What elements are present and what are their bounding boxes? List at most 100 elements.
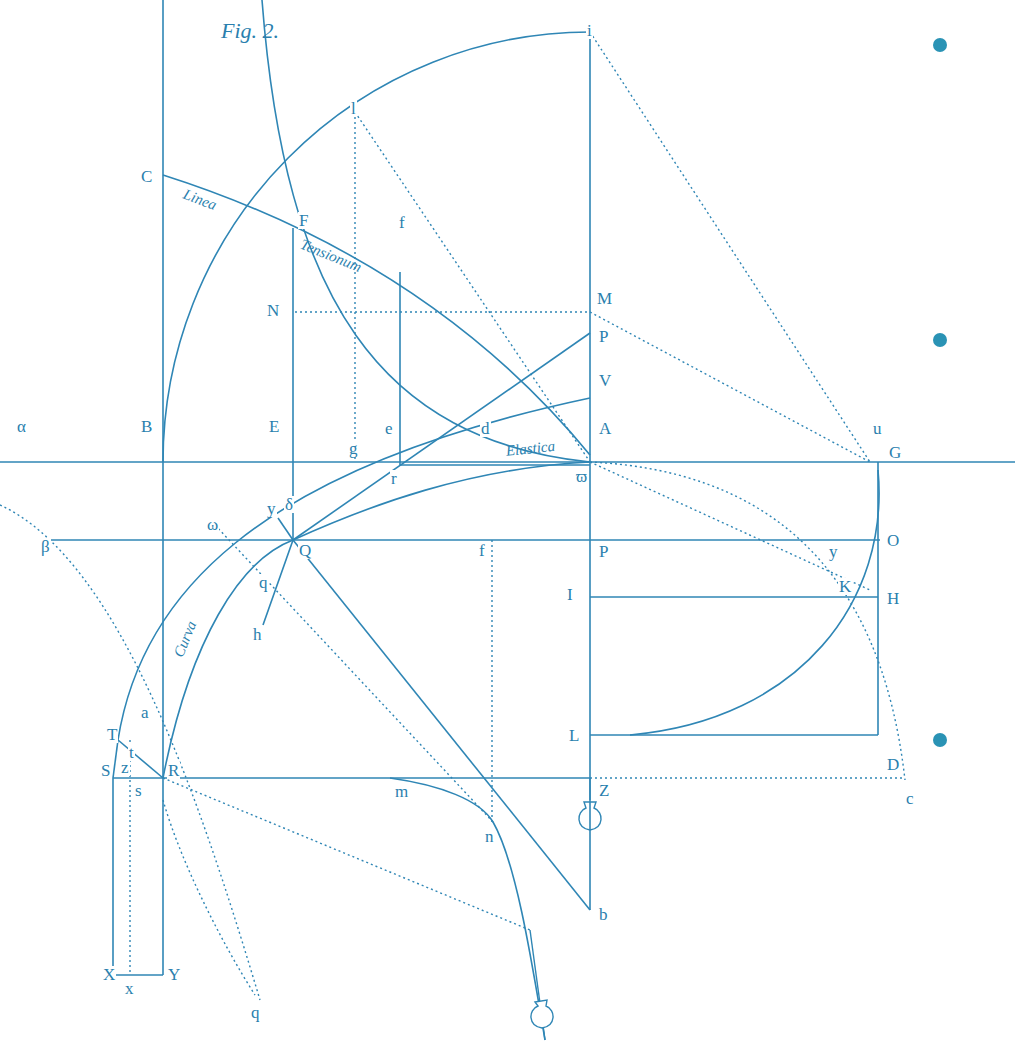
weight-bulb bbox=[579, 802, 601, 830]
point-letter: ω bbox=[206, 516, 219, 533]
dotted-line bbox=[163, 778, 530, 930]
point-letter: q bbox=[258, 574, 269, 591]
auxiliary-curve bbox=[630, 470, 879, 735]
normal-line bbox=[293, 540, 590, 910]
point-letter: f bbox=[398, 214, 406, 231]
hyperbola-curve bbox=[262, 0, 590, 462]
point-letter: l bbox=[350, 100, 357, 117]
small-line bbox=[113, 777, 163, 779]
weight-bar bbox=[112, 778, 114, 975]
point-letter: a bbox=[140, 704, 150, 721]
curve-name: Tensionum bbox=[297, 237, 364, 276]
quarter-circle bbox=[163, 32, 590, 462]
point-letter: b bbox=[598, 906, 609, 923]
weight-bar bbox=[113, 974, 163, 976]
dotted-line bbox=[491, 540, 492, 822]
horizontal-line bbox=[163, 777, 590, 779]
small-line bbox=[278, 518, 293, 540]
pendulum-curve bbox=[390, 778, 545, 1040]
dotted-line bbox=[590, 32, 870, 462]
point-letter: m bbox=[394, 783, 409, 800]
horizontal-axis bbox=[0, 461, 1015, 463]
point-letter: N bbox=[266, 302, 280, 319]
bullet-dot bbox=[933, 38, 947, 52]
point-letter: B bbox=[140, 418, 153, 435]
elastic-curve bbox=[163, 462, 590, 778]
slide-bullets bbox=[933, 38, 947, 747]
weight-bulb bbox=[531, 1000, 553, 1028]
point-letter: α bbox=[16, 418, 27, 435]
dotted-arc bbox=[0, 505, 260, 1000]
point-letter: d bbox=[480, 420, 491, 437]
point-letter: I bbox=[566, 586, 574, 603]
point-letter: C bbox=[140, 168, 153, 185]
bullet-dot bbox=[933, 333, 947, 347]
outer-curve bbox=[118, 398, 590, 740]
dotted-line bbox=[590, 312, 870, 462]
point-letter: V bbox=[598, 372, 612, 389]
point-letter: A bbox=[598, 420, 612, 437]
horizontal-line bbox=[590, 596, 878, 598]
point-letter: x bbox=[124, 980, 135, 997]
vertical-line bbox=[162, 0, 164, 975]
point-letter: E bbox=[268, 418, 280, 435]
curve-name: Curva bbox=[171, 618, 200, 660]
point-letter: F bbox=[298, 212, 309, 229]
tangent-line bbox=[293, 333, 590, 540]
point-letter: z bbox=[120, 759, 130, 776]
point-letter: K bbox=[838, 578, 852, 595]
figure-title: Fig. 2. bbox=[220, 20, 280, 42]
dotted-lines bbox=[0, 32, 905, 1000]
bullet-dot bbox=[933, 733, 947, 747]
point-letter: h bbox=[252, 626, 263, 643]
point-letter: s bbox=[134, 782, 143, 799]
point-letter: T bbox=[106, 726, 118, 743]
ordinate-line bbox=[399, 272, 401, 465]
point-letter: i bbox=[586, 22, 593, 39]
point-letter: u bbox=[872, 420, 883, 437]
point-letter: δ bbox=[284, 496, 294, 513]
weights bbox=[530, 778, 601, 1040]
dotted-arc bbox=[590, 462, 905, 780]
point-letter: Z bbox=[598, 782, 610, 799]
point-letter: y bbox=[266, 500, 277, 517]
point-letter: G bbox=[888, 444, 902, 461]
dotted-line bbox=[295, 311, 590, 312]
dotted-arc bbox=[163, 800, 255, 995]
weight-string bbox=[589, 778, 590, 800]
point-letter: c bbox=[905, 790, 915, 807]
curve-name: Elastica bbox=[504, 439, 556, 459]
point-letter: Q bbox=[298, 542, 312, 559]
point-letter: D bbox=[886, 756, 900, 773]
dotted-line bbox=[215, 525, 493, 822]
point-letter: H bbox=[886, 590, 900, 607]
point-letter: L bbox=[568, 727, 580, 744]
point-letter: q bbox=[250, 1004, 261, 1021]
dotted-line bbox=[355, 112, 590, 462]
point-letter: P bbox=[598, 543, 609, 560]
point-letter: S bbox=[100, 762, 111, 779]
point-letter: n bbox=[484, 828, 495, 845]
ordinate-line bbox=[292, 228, 294, 540]
dotted-line bbox=[354, 112, 355, 462]
point-letter: M bbox=[596, 290, 613, 307]
point-letter: ϖ bbox=[575, 468, 588, 485]
point-letter: e bbox=[384, 420, 394, 437]
point-letter: X bbox=[102, 966, 116, 983]
point-letter: f bbox=[478, 542, 486, 559]
dotted-line bbox=[590, 777, 905, 778]
horizontal-line bbox=[40, 539, 880, 541]
point-letter: β bbox=[40, 538, 51, 555]
point-letter: g bbox=[348, 440, 359, 457]
point-letter: y bbox=[828, 543, 839, 560]
small-line bbox=[118, 740, 163, 778]
point-letter: r bbox=[390, 470, 398, 487]
curve-name: Linea bbox=[180, 186, 219, 213]
point-letter: R bbox=[167, 762, 180, 779]
point-letter: P bbox=[598, 328, 609, 345]
point-letter: O bbox=[886, 532, 900, 549]
small-line bbox=[113, 740, 118, 778]
